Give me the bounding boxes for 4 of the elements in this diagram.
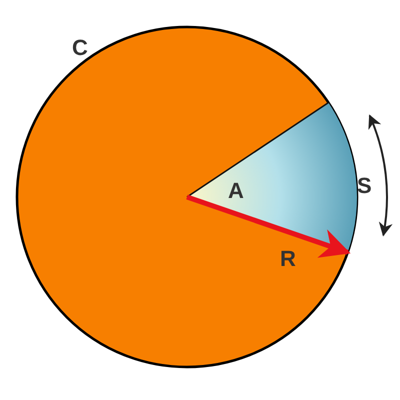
part-label: S — [357, 175, 372, 197]
part-label: C — [72, 37, 88, 59]
part-label: R — [280, 248, 296, 270]
part-label: A — [228, 180, 244, 202]
